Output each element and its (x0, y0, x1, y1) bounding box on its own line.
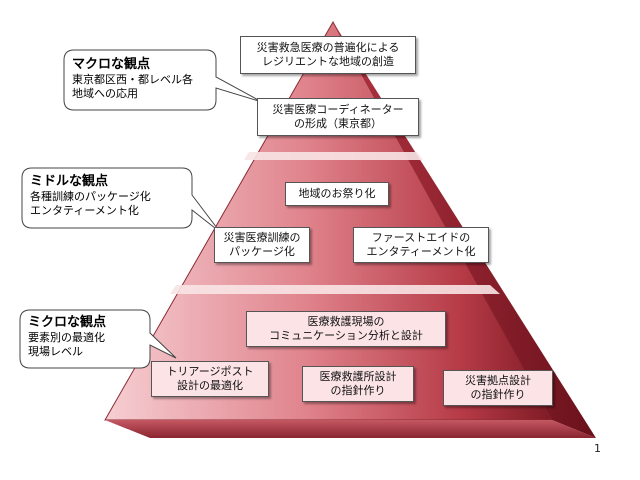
bottom-box-relief-station: 医療救護所設計 の指針作り (302, 366, 414, 402)
callout-bubble-micro (19, 309, 177, 369)
top-box-coordinator: 災害医療コーディネーター の形成（東京都） (257, 98, 419, 136)
callout-macro-line: 地域への応用 (72, 87, 138, 100)
box-line: 災害医療訓練の (223, 231, 301, 244)
box-line: 設計の最適化 (177, 379, 243, 392)
box-line: 地域のお祭り化 (298, 187, 376, 200)
tier-separator-upper (244, 152, 423, 160)
bottom-box-triage-post: トリアージポスト 設計の最適化 (151, 361, 269, 397)
callout-middle-line: エンタティーメント化 (30, 204, 139, 217)
callout-macro-title: マクロな観点 (72, 57, 151, 72)
page-number: 1 (594, 442, 601, 455)
top-box-resilient-region: 災害救急医療の普遍化による レジリエントな地域の創造 (240, 36, 416, 74)
box-line: の指針作り (330, 384, 386, 397)
middle-box-training-package: 災害医療訓練の パッケージ化 (214, 227, 310, 263)
callout-macro-line: 東京都区西・都レベル各 (72, 73, 193, 86)
box-line: トリアージポスト (166, 365, 254, 378)
box-line: パッケージ化 (229, 245, 295, 258)
callout-bubble-middle (21, 167, 221, 233)
callout-middle: ミドルな観点 各種訓練のパッケージ化 エンタティーメント化 (30, 173, 151, 218)
box-line: レジリエントな地域の創造 (262, 55, 394, 68)
box-line: 医療救護所設計 (319, 370, 397, 383)
bottom-box-communication-analysis: 医療救護現場の コミュニケーション分析と設計 (246, 311, 446, 347)
box-line: の形成（東京都） (294, 117, 382, 130)
bottom-box-disaster-base: 災害拠点設計 の指針作り (443, 370, 553, 406)
pyramid-base (105, 420, 596, 438)
box-line: コミュニケーション分析と設計 (269, 329, 423, 342)
callout-bubble-macro (63, 49, 263, 111)
middle-box-local-festival: 地域のお祭り化 (285, 182, 389, 206)
callout-middle-line: 各種訓練のパッケージ化 (30, 190, 151, 203)
callout-micro-line: 要素別の最適化 (28, 331, 105, 344)
box-line: 災害医療コーディネーター (272, 103, 404, 116)
callout-micro-title: ミクロな観点 (28, 315, 107, 330)
box-line: の指針作り (470, 388, 526, 401)
box-line: 災害救急医療の普遍化による (256, 41, 400, 54)
callout-micro-line: 現場レベル (28, 345, 83, 358)
middle-box-first-aid: ファーストエイドの エンタティーメント化 (353, 227, 489, 263)
tier-separator-lower (170, 285, 500, 294)
box-line: ファーストエイドの (371, 231, 471, 244)
box-line: 災害拠点設計 (465, 374, 531, 387)
callout-middle-title: ミドルな観点 (30, 174, 109, 189)
box-line: 医療救護現場の (307, 315, 385, 328)
callout-macro: マクロな観点 東京都区西・都レベル各 地域への応用 (72, 56, 193, 101)
callout-micro: ミクロな観点 要素別の最適化 現場レベル (28, 314, 106, 359)
box-line: エンタティーメント化 (366, 245, 476, 258)
